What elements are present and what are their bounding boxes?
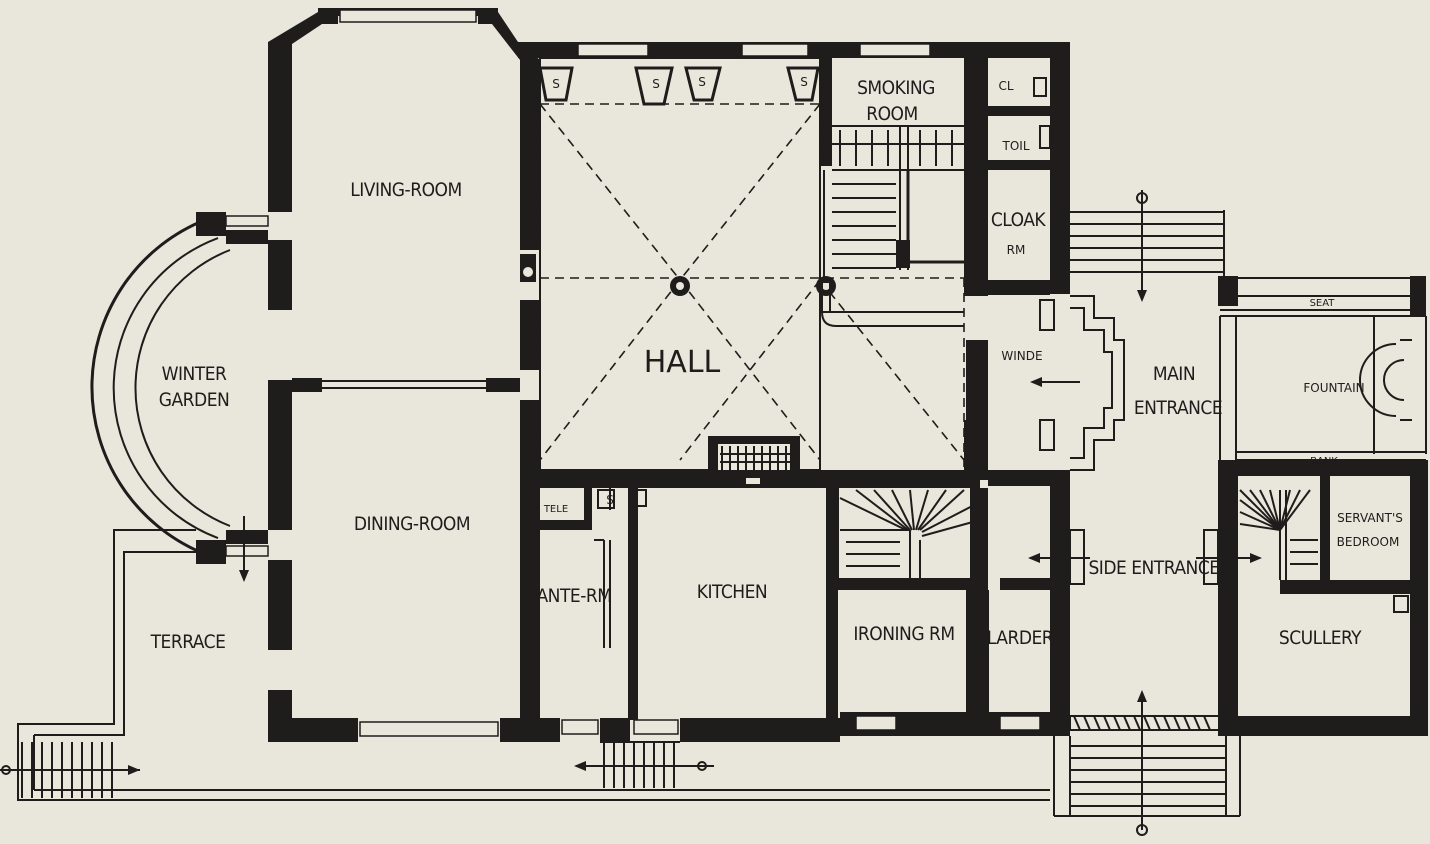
label-ironing-room: IRONING RM [853, 623, 954, 645]
label-entrance: ENTRANCE [1134, 397, 1222, 419]
label-servants: SERVANT'S [1337, 511, 1403, 525]
main-entrance-steps [1053, 190, 1241, 836]
label-s-5: S [606, 493, 614, 507]
label-winter: WINTER [162, 363, 227, 385]
smoking-room-stairs [823, 125, 964, 278]
lower-rooms [540, 478, 1070, 788]
label-seat: SEAT [1310, 298, 1336, 309]
label-smoking: SMOKING [857, 77, 935, 99]
room-labels: LIVING-ROOM WINTER GARDEN DINING-ROOM TE… [150, 75, 1403, 653]
label-tele: TELE [543, 504, 568, 515]
label-toilet: TOIL [1002, 139, 1030, 153]
label-ante-room: ANTE-RM [536, 585, 611, 607]
label-fountain: FOUNTAIN [1303, 381, 1364, 395]
terrace [0, 516, 1050, 801]
hall [520, 57, 965, 472]
label-scullery: SCULLERY [1279, 627, 1362, 649]
right-service-block [1028, 460, 1428, 736]
label-terrace: TERRACE [150, 631, 226, 653]
label-cloak: CLOAK [991, 209, 1047, 231]
label-room: ROOM [866, 103, 918, 125]
label-main: MAIN [1153, 363, 1195, 385]
label-bank: BANK [1310, 456, 1338, 467]
label-side-entrance: SIDE ENTRANCE [1088, 557, 1219, 579]
label-closet: CL [998, 79, 1013, 93]
label-larder: LARDER [987, 627, 1054, 649]
label-bedroom: BEDROOM [1337, 535, 1400, 549]
label-s-4: S [800, 75, 808, 89]
label-hall: HALL [644, 345, 721, 380]
label-living-room: LIVING-ROOM [350, 179, 462, 201]
label-kitchen: KITCHEN [697, 581, 767, 603]
service-strip [988, 77, 1125, 471]
outer-walls [268, 8, 1070, 742]
label-cloak-rm: RM [1007, 243, 1026, 257]
label-s-1: S [552, 77, 560, 91]
winter-garden-bay [90, 212, 269, 564]
label-garden: GARDEN [159, 389, 230, 411]
label-s-3: S [698, 75, 706, 89]
label-winde: WINDE [1001, 349, 1042, 363]
label-dining-room: DINING-ROOM [354, 513, 470, 535]
label-s-2: S [652, 77, 660, 91]
